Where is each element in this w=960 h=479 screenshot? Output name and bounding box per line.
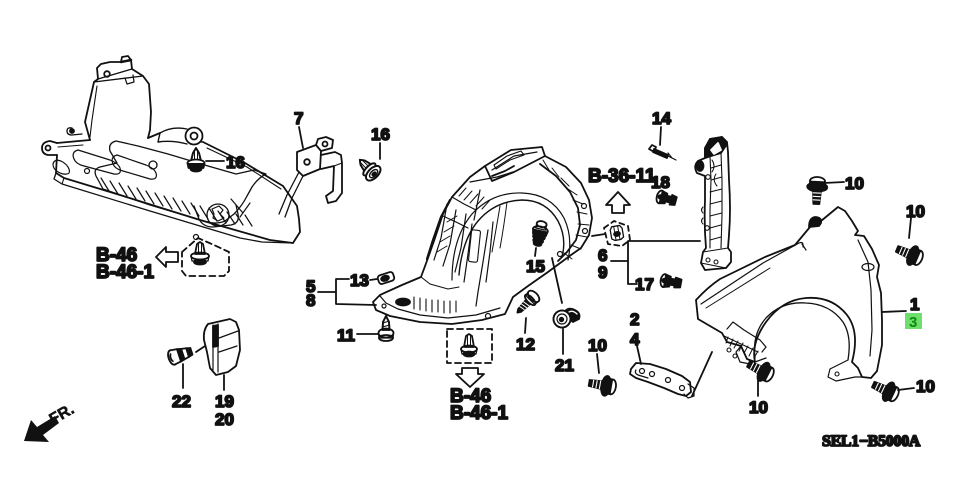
svg-text:B-46-1: B-46-1 <box>450 403 509 424</box>
svg-text:19: 19 <box>215 392 234 411</box>
svg-text:4: 4 <box>630 330 640 349</box>
svg-text:18: 18 <box>651 173 670 192</box>
svg-text:2: 2 <box>630 310 639 329</box>
svg-text:22: 22 <box>172 392 191 411</box>
svg-text:SEL1−B5000A: SEL1−B5000A <box>822 433 921 450</box>
svg-text:20: 20 <box>215 410 234 429</box>
svg-text:3: 3 <box>909 314 917 331</box>
svg-text:16: 16 <box>371 125 390 144</box>
svg-text:B-46: B-46 <box>450 386 491 407</box>
svg-text:B-46: B-46 <box>96 245 137 266</box>
svg-text:10: 10 <box>845 174 864 193</box>
svg-text:14: 14 <box>652 109 671 128</box>
svg-text:B-36-11: B-36-11 <box>588 166 656 187</box>
svg-text:B-46-1: B-46-1 <box>96 262 155 283</box>
svg-text:21: 21 <box>555 356 574 375</box>
svg-text:13: 13 <box>350 271 369 290</box>
svg-text:8: 8 <box>306 291 315 310</box>
svg-text:7: 7 <box>294 109 303 128</box>
svg-text:15: 15 <box>526 257 545 276</box>
svg-text:11: 11 <box>337 326 355 345</box>
svg-text:10: 10 <box>588 336 607 355</box>
svg-text:17: 17 <box>635 275 654 294</box>
svg-text:12: 12 <box>516 335 535 354</box>
svg-text:6: 6 <box>598 246 607 265</box>
svg-text:5: 5 <box>306 277 315 296</box>
svg-text:10: 10 <box>916 377 935 396</box>
svg-text:10: 10 <box>749 398 768 417</box>
svg-text:16: 16 <box>226 153 245 172</box>
svg-text:1: 1 <box>910 295 919 314</box>
svg-text:10: 10 <box>906 202 925 221</box>
svg-text:9: 9 <box>598 263 607 282</box>
